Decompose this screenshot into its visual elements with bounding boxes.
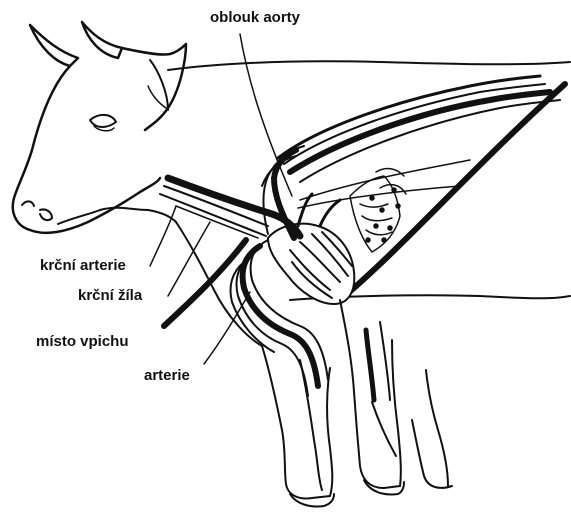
label-artery: arterie: [144, 368, 190, 383]
leader-artery: [204, 292, 250, 364]
leader-aortic-arch: [240, 34, 292, 196]
body-outline: [168, 61, 570, 346]
lung-vessels: [350, 169, 406, 252]
head: [13, 44, 186, 233]
label-jugular-vein: krční žíla: [78, 288, 142, 303]
label-carotid-artery: krční arterie: [40, 258, 126, 273]
label-aortic-arch: oblouk aorty: [210, 10, 300, 25]
label-puncture-site: místo vpichu: [36, 334, 129, 349]
puncture-needle: [164, 240, 246, 326]
horns: [30, 22, 122, 66]
